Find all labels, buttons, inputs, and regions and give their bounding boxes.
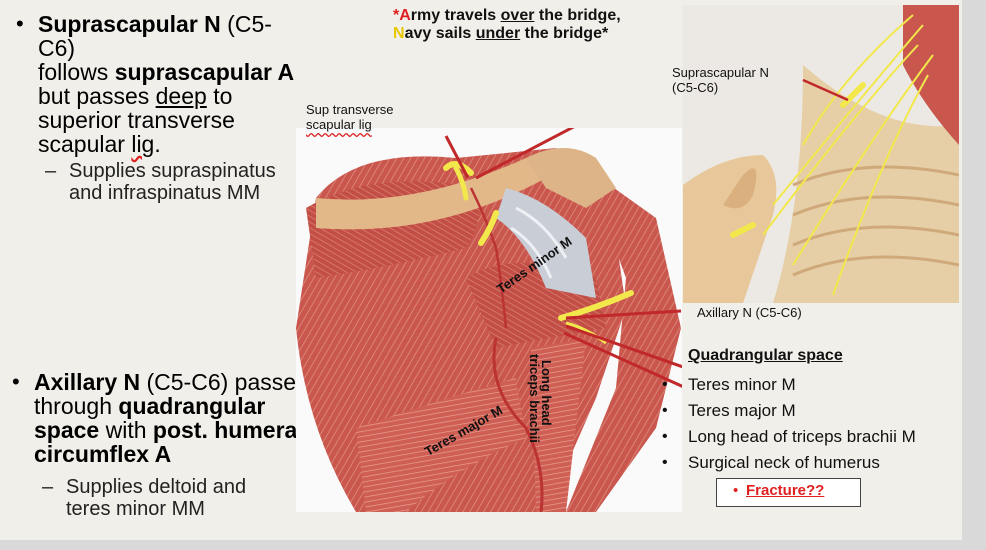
label-text: Sup transverse [306, 102, 394, 117]
posterior-shoulder-illustration: Teres minor M Teres major M Long head tr… [296, 128, 682, 512]
arrow-quad-1 [565, 324, 682, 369]
quadrangular-space-title: Quadrangular space [688, 347, 843, 364]
suprascapular-bullet: • Suprascapular N (C5-C6) follows supras… [16, 11, 308, 157]
bullet-dot: • [16, 11, 24, 36]
neck-drawing [683, 5, 959, 303]
mnemonic-text: avy sails [404, 25, 476, 42]
supra-text: superior transverse [38, 107, 235, 133]
bullet-dot: • [12, 369, 20, 394]
fracture-text: Fracture?? [746, 482, 825, 499]
supra-text: follows [38, 59, 115, 85]
mnemonic-text: the bridge, [534, 7, 621, 24]
list-item: Teres minor M [662, 372, 916, 398]
axillary-nerve-name: Axillary N [34, 369, 141, 395]
supra-nerve-name: Suprascapular N [38, 11, 221, 37]
axillary-artery: post. humeral [152, 417, 304, 443]
mnemonic-under: under [475, 25, 521, 42]
suprascapular-n-label: Suprascapular N (C5-C6) [672, 65, 769, 95]
label-text: (C5-C6) [672, 80, 719, 95]
axillary-text: through [34, 393, 119, 419]
mnemonic-letter-a: A [399, 7, 411, 24]
long-head-label-2: triceps brachii [527, 354, 542, 443]
mnemonic-note: *Army travels over the bridge, Navy sail… [393, 7, 683, 43]
list-item: Teres major M [662, 398, 916, 424]
supra-artery: suprascapular A [114, 59, 295, 85]
dash: – [45, 160, 57, 182]
axillary-n-label: Axillary N (C5-C6) [697, 305, 802, 320]
supra-text: but passes [38, 83, 156, 109]
axillary-bullet: • Axillary N (C5-C6) passes through quad… [12, 369, 324, 467]
label-text: scapular lig [306, 117, 372, 132]
mnemonic-letter-n: N [393, 25, 405, 42]
axillary-quad: quadrangular [118, 393, 266, 419]
shoulder-drawing [296, 128, 682, 512]
sub-text: Supplies supraspinatus [69, 160, 276, 182]
axillary-space: space [34, 417, 100, 443]
dash: – [42, 476, 54, 498]
sup-tsl-label: Sup transverse scapular lig [306, 102, 393, 132]
label-text: Suprascapular N [672, 65, 769, 80]
axillary-text: with [99, 417, 153, 443]
sub-text: teres minor MM [66, 498, 205, 520]
fracture-box [716, 478, 861, 507]
arrow-neck-suprascap [802, 78, 849, 102]
mnemonic-text: rmy travels [410, 7, 501, 24]
sub-text: Supplies deltoid and [66, 476, 247, 498]
quadrangular-space-list: Teres minor M Teres major M Long head of… [662, 372, 916, 476]
mnemonic-star: * [393, 7, 400, 24]
mnemonic-text: the bridge* [520, 25, 609, 42]
window-edge-right [962, 0, 986, 550]
arrow-axillary [565, 309, 682, 320]
supra-lig: lig [131, 131, 155, 157]
supra-text: scapular [38, 131, 132, 157]
axillary-text: (C5-C6) passes [140, 369, 308, 395]
arrow-suprascap [475, 128, 575, 180]
anterior-neck-illustration [683, 5, 959, 303]
arrow-sup-tsl [444, 135, 470, 179]
mnemonic-over: over [500, 7, 535, 24]
supra-deep: deep [155, 83, 207, 109]
window-edge-bottom [0, 540, 986, 550]
list-item: Surgical neck of humerus [662, 450, 916, 476]
axillary-subbullet: – Supplies deltoid and teres minor MM [42, 476, 247, 520]
sub-text: and infraspinatus MM [69, 182, 261, 204]
fracture-bullet: • [733, 482, 739, 499]
supra-text: . [154, 131, 161, 157]
suprascapular-subbullet: – Supplies supraspinatus and infraspinat… [45, 160, 276, 204]
supra-text: to [206, 83, 233, 109]
supra-roots: (C5-C6) [38, 11, 272, 61]
axillary-artery2: circumflex A [34, 441, 172, 467]
list-item: Long head of triceps brachii M [662, 424, 916, 450]
